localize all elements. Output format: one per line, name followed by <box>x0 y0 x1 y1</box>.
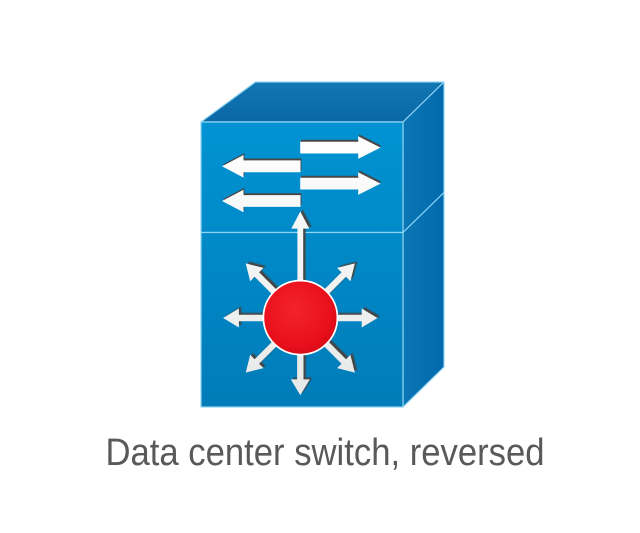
svg-text:Data center switch, reversed: Data center switch, reversed <box>106 432 545 474</box>
